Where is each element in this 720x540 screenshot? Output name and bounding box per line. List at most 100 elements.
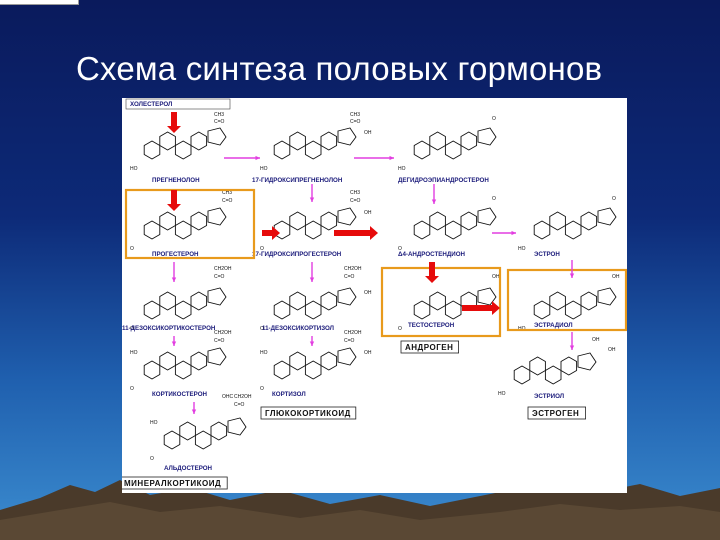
deoxycorticosterone-label: 11-ДЕЗОКСИКОРТИКОСТЕРОН [122, 325, 216, 332]
testosterone-highlight [380, 266, 502, 338]
pink-arrow-deoxycorticosterone-corticosterone [171, 336, 177, 346]
atom-label: HO [260, 350, 268, 356]
atom-label: HO [130, 166, 138, 172]
aldosterone-label: АЛЬДОСТЕРОН [164, 465, 213, 472]
atom-label: OH [608, 347, 616, 353]
atom-label: OH [612, 274, 620, 280]
cholesterol-box [125, 98, 231, 110]
atom-label: OH [364, 350, 372, 356]
atom-label: CH3 [350, 112, 360, 118]
atom-label: CH2OH [214, 266, 232, 272]
pink-arrow-estrone-estradiol [569, 260, 575, 278]
atom-label: C=O [214, 338, 225, 344]
hydroxypregnenolone-label: 17-ГИДРОКСИПРЕГНЕНОЛОН [252, 177, 343, 184]
atom-label: C=O [344, 338, 355, 344]
atom-label: O [130, 246, 134, 252]
androstenedione-label: Δ4-АНДРОСТЕНДИОН [398, 251, 466, 258]
red-arrow-hydroxyprogesterone-androstenedione [334, 226, 378, 240]
corticosterone-label: КОРТИКОСТЕРОН [152, 391, 208, 398]
atom-label: O [398, 326, 402, 332]
atom-label: C=O [214, 274, 225, 280]
mountain-silhouette [0, 480, 720, 540]
atom-label: OH [364, 210, 372, 216]
atom-label: O [150, 456, 154, 462]
atom-label: CH3 [350, 190, 360, 196]
atom-label: CH3 [222, 190, 232, 196]
pink-arrow-corticosterone-aldosterone [191, 402, 197, 414]
pregnenolone-label: ПРЕГНЕНОЛОН [152, 177, 200, 184]
atom-label: C=O [350, 198, 361, 204]
atom-label: O [492, 196, 496, 202]
atom-label: O [492, 116, 496, 122]
atom-label: HO [130, 350, 138, 356]
deoxycorticosterone-structure: CH2OH C=O O [130, 266, 232, 332]
atom-label: O [130, 326, 134, 332]
progesterone-highlight [124, 188, 256, 260]
atom-label: OH [592, 337, 600, 343]
estrone-label: ЭСТРОН [534, 251, 560, 258]
atom-label: HO [150, 420, 158, 426]
estriol-label: ЭСТРИОЛ [534, 393, 564, 400]
estradiol-label: ЭСТРАДИОЛ [534, 322, 573, 329]
cholesterol-label: ХОЛЕСТЕРОЛ [130, 101, 172, 108]
slide-title: Схема синтеза половых гормонов [76, 50, 603, 87]
atom-label: O [260, 246, 264, 252]
atom-label: C=O [214, 119, 225, 125]
atom-label: O [398, 246, 402, 252]
atom-label: CH3 [214, 112, 224, 118]
pink-arrow-progesterone-deoxycorticosterone [171, 262, 177, 282]
atom-label: O [612, 196, 616, 202]
hydroxyprogesterone-label: 17-ГИДРОКСИПРОГЕСТЕРОН [252, 251, 342, 258]
estrone-structure: O HO [518, 196, 617, 252]
cortisol-label: КОРТИЗОЛ [272, 391, 306, 398]
atom-label: OH [364, 130, 372, 136]
pink-arrow-hydroxypreg-hydroxyprog [309, 184, 315, 202]
estradiol-highlight [506, 268, 628, 332]
estrogen-group-label-box [527, 406, 586, 420]
window-corner-fragment [0, 0, 79, 5]
atom-label: O [260, 386, 264, 392]
atom-label: HO [260, 166, 268, 172]
atom-label: C=O [344, 274, 355, 280]
deoxycortisol-label: 11-ДЕЗОКСИКОРТИЗОЛ [262, 325, 334, 332]
red-arrow-testosterone-estradiol [462, 301, 500, 315]
progesterone-label: ПРОГЕСТЕРОН [152, 251, 199, 258]
dhea-structure: O HO [398, 116, 497, 172]
red-arrow-pregnenolone-progesterone [167, 190, 181, 211]
testosterone-structure: OHO [398, 274, 500, 332]
atom-label: CH2OH [344, 330, 362, 336]
pink-arrow-hydroxypreg-dhea [354, 155, 394, 161]
pink-arrow-preg-hydroxypreg [224, 155, 260, 161]
cortisol-structure: CH2OH C=O OH HO O [260, 330, 372, 392]
pink-arrow-estradiol-estriol [569, 332, 575, 350]
atom-label: HO [398, 166, 406, 172]
estrogen-group-label: ЭСТРОГЕН [532, 409, 579, 418]
diagram-canvas: ХОЛЕСТЕРОЛCH3C=OHOПРЕГНЕНОЛОНCH3C=OOHHO1… [119, 98, 628, 490]
mineralocorticoid-group-label: МИНЕРАЛКОРТИКОИД [124, 479, 221, 488]
atom-label: O [130, 386, 134, 392]
atom-label: C=O [234, 402, 245, 408]
atom-label: CH2OH [214, 330, 232, 336]
atom-label: C=O [222, 198, 233, 204]
red-arrow-androstenedione-testosterone [425, 262, 439, 283]
atom-label: OH [364, 290, 372, 296]
atom-label: HO [498, 391, 506, 397]
atom-label: C=O [350, 119, 361, 125]
deoxycortisol-structure: CH2OH C=O OH O [260, 266, 372, 332]
red-arrow-cholesterol-pregnenolone [167, 112, 181, 133]
atom-label: HO [518, 246, 526, 252]
pink-arrow-deoxycortisol-cortisol [309, 336, 315, 346]
androstenedione-structure: OO [398, 196, 497, 252]
atom-label: CH2OH [234, 394, 252, 400]
atom-label: O [260, 326, 264, 332]
corticosterone-structure: CH2OH C=O HO O [130, 330, 232, 392]
atom-label: CH2OH [344, 266, 362, 272]
red-arrow-progesterone-hydroxyprogesterone [262, 226, 280, 240]
dhea-label: ДЕГИДРОЭПИАНДРОСТЕРОН [398, 177, 489, 184]
